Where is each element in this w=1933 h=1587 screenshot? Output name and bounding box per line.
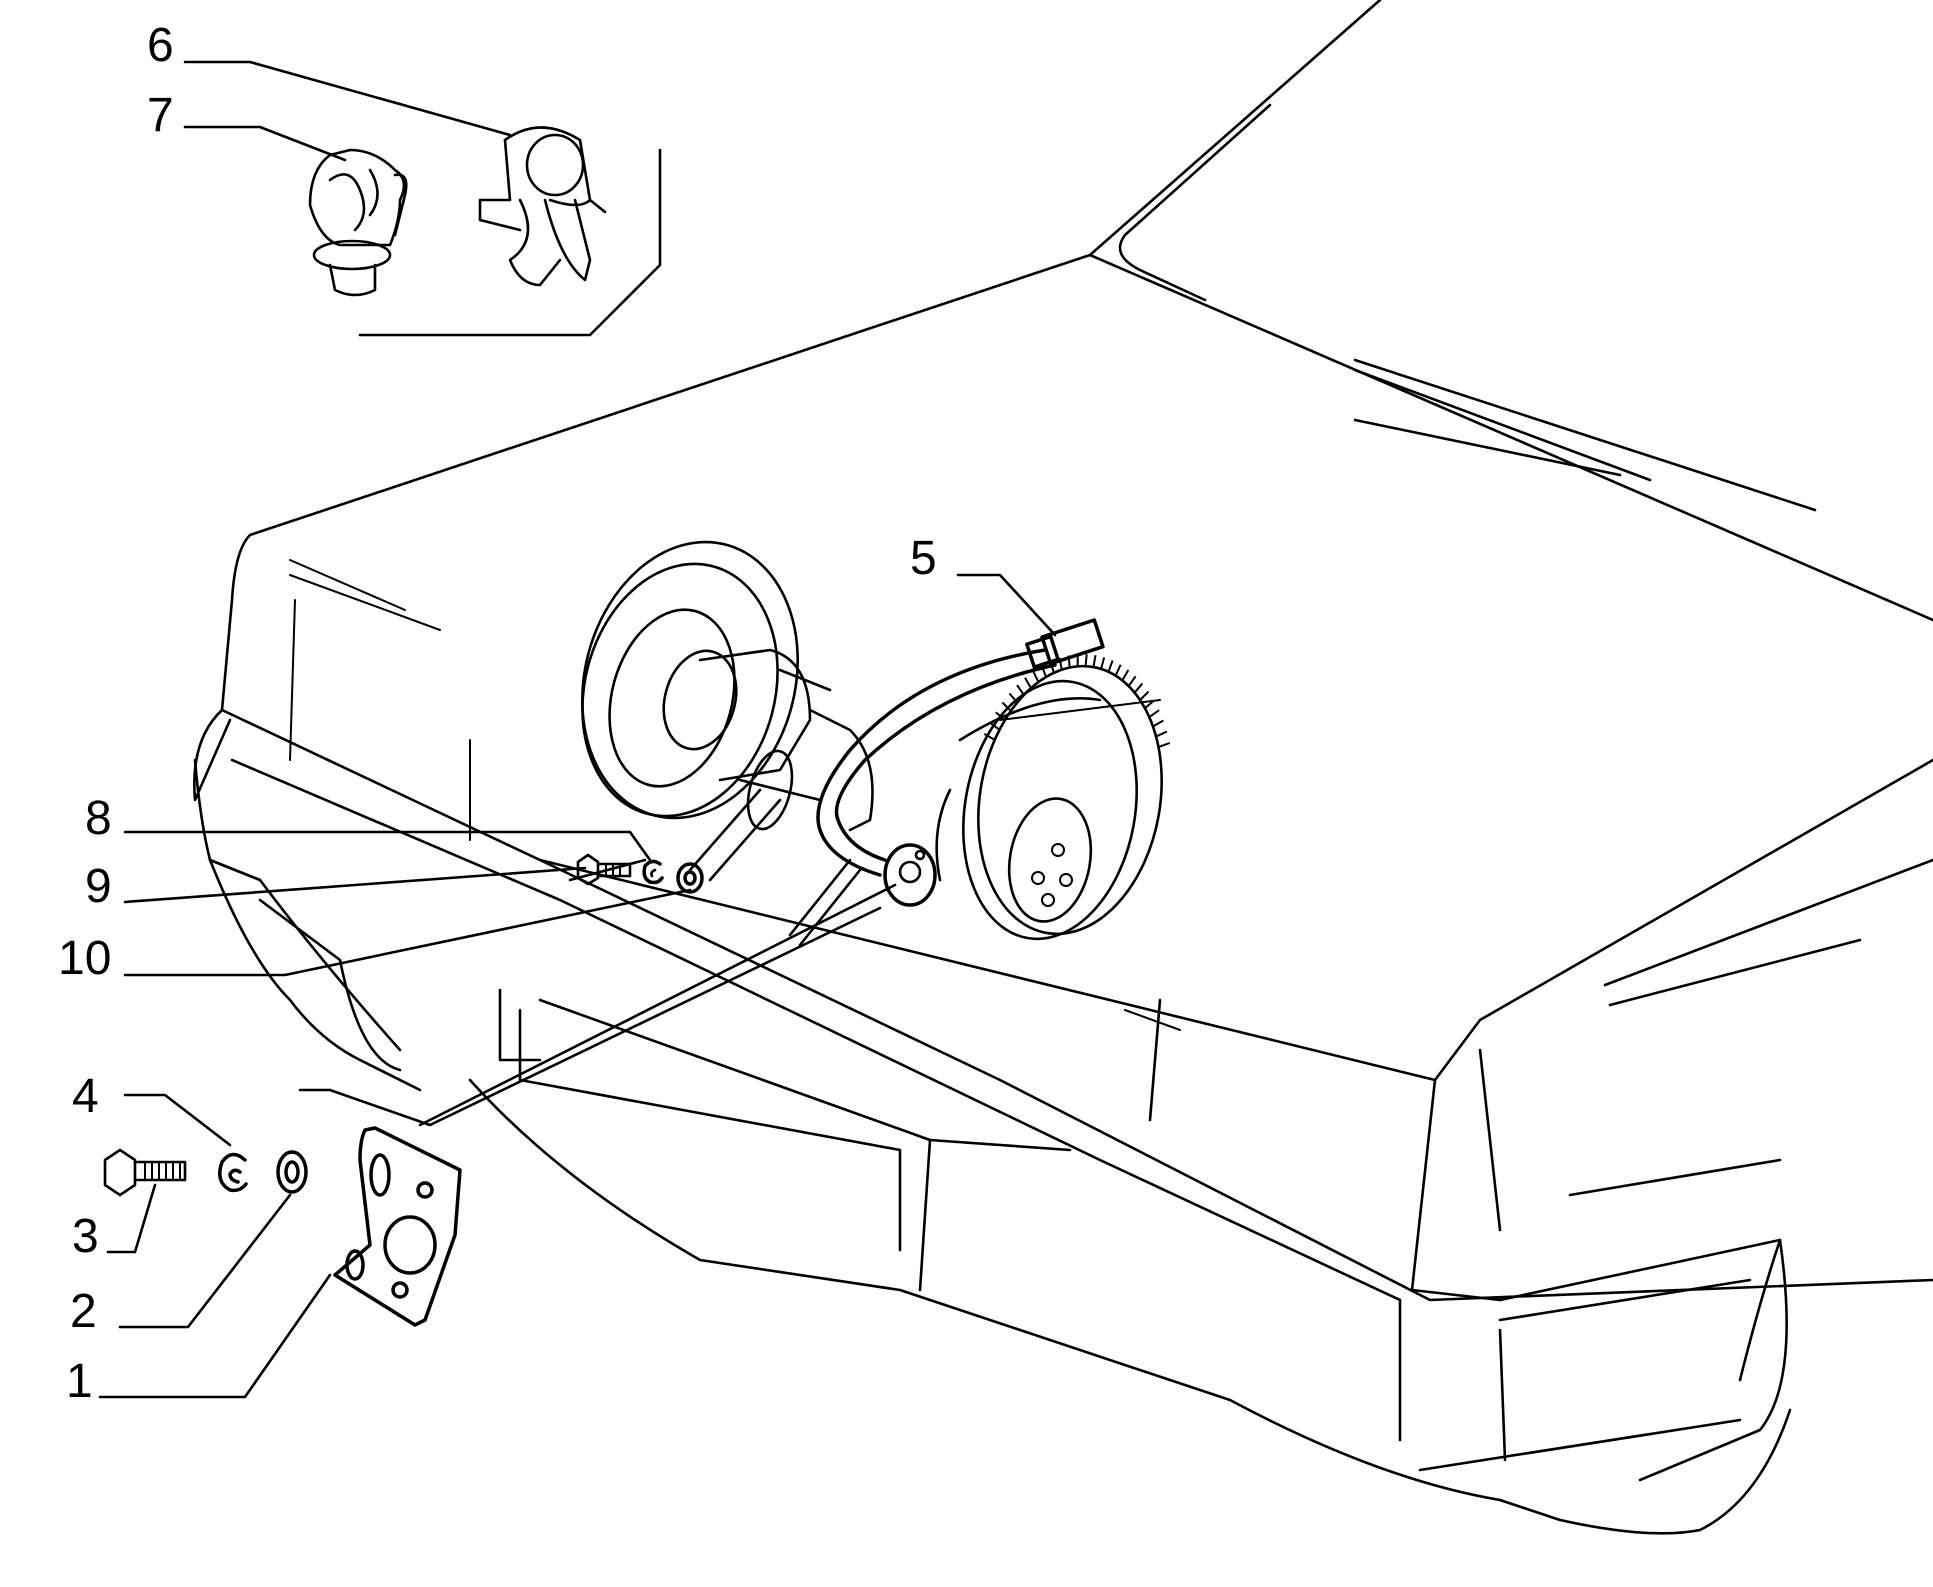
gear-tooth bbox=[1008, 692, 1018, 704]
gear-tooth bbox=[1139, 690, 1150, 701]
clip-part-7 bbox=[308, 148, 408, 297]
flywheel bbox=[935, 654, 1171, 941]
bolt-part-3 bbox=[103, 1148, 187, 1197]
gear-tooth bbox=[1092, 655, 1097, 668]
callout-7: 7 bbox=[147, 89, 174, 142]
ring-gear-teeth bbox=[983, 654, 1171, 748]
callout-1: 1 bbox=[66, 1355, 93, 1408]
callout-3: 3 bbox=[72, 1210, 99, 1263]
inset-frame bbox=[358, 148, 662, 337]
gear-tooth bbox=[989, 721, 1001, 731]
callout-8: 8 bbox=[85, 792, 112, 845]
lock-washer-part-4 bbox=[218, 1152, 248, 1193]
gear-tooth bbox=[1144, 699, 1155, 709]
callout-10: 10 bbox=[58, 932, 112, 985]
gear-tooth bbox=[1114, 664, 1122, 677]
gear-tooth bbox=[995, 711, 1006, 721]
lock-washer-part-8 bbox=[642, 859, 664, 885]
callout-4: 4 bbox=[72, 1070, 99, 1123]
gear-tooth bbox=[1121, 669, 1130, 681]
clip-part-6 bbox=[478, 126, 607, 287]
mounting-plate bbox=[333, 1126, 462, 1327]
callout-5: 5 bbox=[910, 532, 937, 585]
gear-tooth bbox=[1100, 657, 1106, 670]
gear-tooth bbox=[1024, 677, 1032, 689]
gear-tooth bbox=[1016, 684, 1025, 696]
bolt-part-9 bbox=[576, 853, 632, 886]
car-body-outline bbox=[193, 0, 1933, 1535]
gear-tooth bbox=[1127, 675, 1137, 687]
washer-part-10 bbox=[676, 862, 704, 894]
crankshaft-pulley bbox=[580, 540, 874, 832]
gear-tooth bbox=[1152, 719, 1164, 728]
washer-part-2 bbox=[276, 1150, 308, 1194]
gear-tooth bbox=[1107, 660, 1114, 673]
gear-tooth bbox=[983, 732, 996, 741]
gear-tooth bbox=[1148, 709, 1160, 718]
callout-6: 6 bbox=[147, 19, 174, 72]
callout-2: 2 bbox=[70, 1285, 97, 1338]
gear-tooth bbox=[1032, 670, 1040, 683]
callout-9: 9 bbox=[85, 860, 112, 913]
gear-tooth bbox=[1133, 682, 1144, 694]
sensor-cable bbox=[816, 618, 1105, 907]
gear-tooth bbox=[1001, 701, 1012, 712]
gear-tooth bbox=[1158, 742, 1171, 748]
gear-tooth bbox=[1084, 654, 1088, 667]
gear-tooth bbox=[1155, 730, 1168, 738]
leader-lines bbox=[98, 60, 1057, 1399]
